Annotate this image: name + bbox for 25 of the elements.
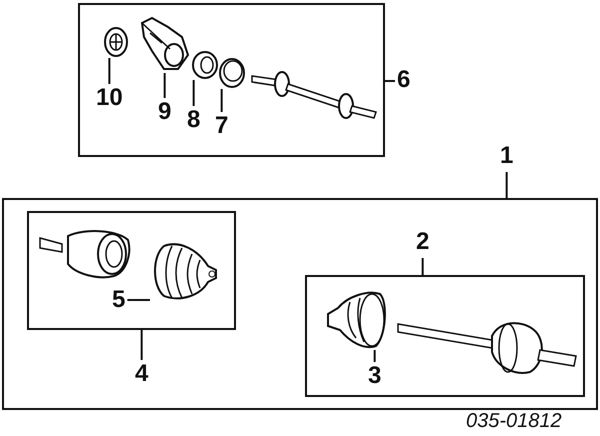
leader-line [374,350,376,362]
leader-line [506,172,508,198]
callout-number: 6 [397,68,410,94]
group-frame [305,275,585,397]
callout-number: 8 [187,108,200,132]
leader-line [192,80,195,106]
callout-number: 3 [368,364,382,388]
callout-number: 4 [135,362,148,386]
leader-line [140,330,143,360]
callout-number: 2 [416,230,430,256]
callout-number: 5 [112,288,126,312]
group-frame [27,211,236,330]
leader-line [164,73,166,98]
leader-line [127,299,150,301]
callout-number: 1 [500,144,514,170]
leader-line [108,58,110,84]
callout-number: 9 [158,100,172,124]
callout-number: 10 [96,86,123,110]
diagram-number: 035-01812 [466,410,562,432]
leader-line [422,258,424,275]
leader-line [220,89,223,112]
group-frame [2,198,598,410]
callout-number: 7 [215,114,228,138]
leader-line [385,80,395,82]
group-frame [78,3,385,157]
